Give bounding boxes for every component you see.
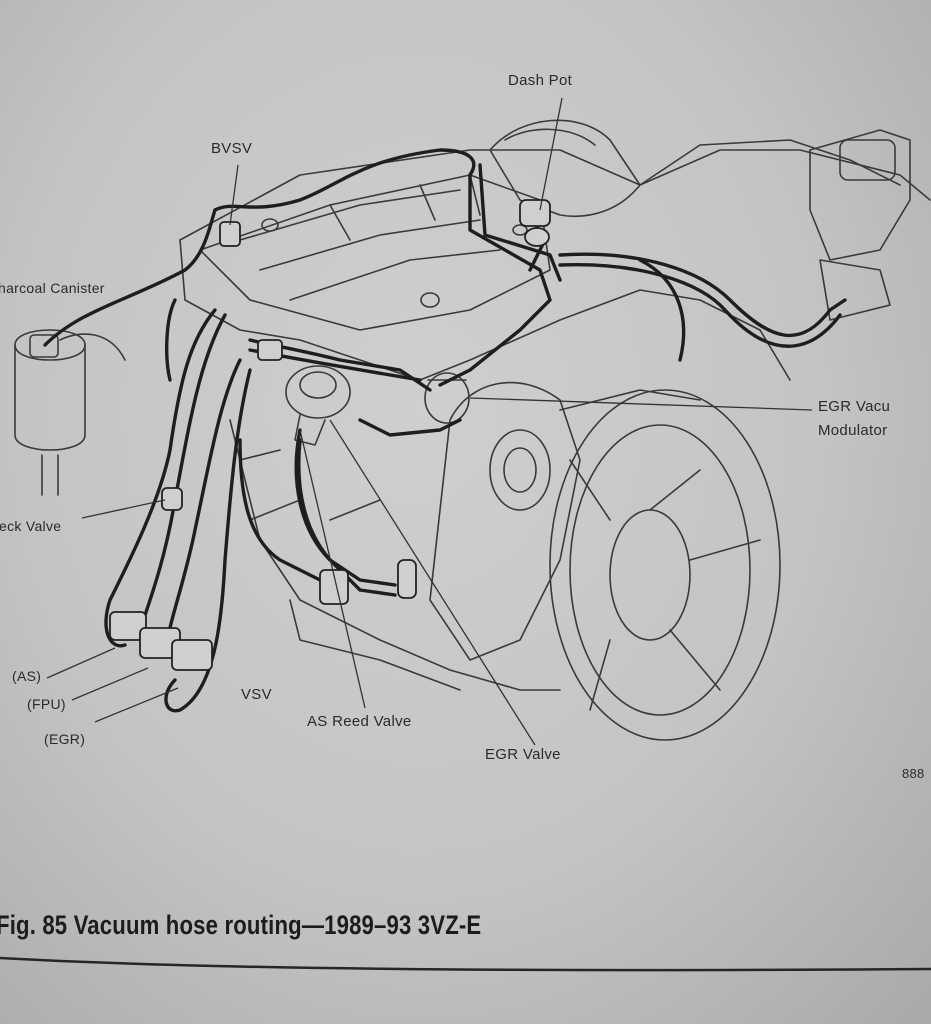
label-as: (AS) bbox=[12, 668, 42, 684]
air-intake-duct bbox=[489, 119, 641, 217]
bvsv-body bbox=[219, 221, 241, 247]
label-egr-vacuum-modulator-1: EGR Vacu bbox=[818, 398, 891, 415]
intake-plenum bbox=[199, 174, 551, 331]
label-egr: (EGR) bbox=[44, 731, 86, 747]
label-egr-vacuum-modulator-2: Modulator bbox=[818, 422, 888, 439]
leader-dash-pot bbox=[539, 97, 563, 211]
check-valve-body bbox=[161, 487, 183, 511]
timing-cover bbox=[429, 381, 581, 661]
hose-vsv-bundle-1 bbox=[104, 308, 217, 648]
egr-valve bbox=[285, 365, 351, 419]
leader-egr-modulator bbox=[469, 397, 813, 411]
label-egr-valve: EGR Valve bbox=[485, 746, 561, 763]
hose-vsv-bundle-3 bbox=[163, 358, 242, 652]
fan-outer bbox=[549, 389, 781, 741]
charcoal-canister bbox=[14, 329, 86, 451]
hose-canister bbox=[43, 208, 217, 347]
vsv-as bbox=[109, 611, 147, 641]
egr-vacuum-modulator bbox=[424, 372, 470, 424]
label-vsv: VSV bbox=[241, 686, 272, 703]
dashpot-body bbox=[519, 199, 551, 227]
page-reference: 888 bbox=[902, 766, 925, 781]
hose-bvsv bbox=[213, 148, 476, 212]
hose-vsv-bundle-4 bbox=[164, 368, 252, 713]
leader-as-reed bbox=[299, 429, 366, 709]
label-bvsv: BVSV bbox=[211, 140, 253, 157]
figure-caption: Fig. 85 Vacuum hose routing—1989–93 3VZ-… bbox=[0, 910, 482, 940]
label-fpu: (FPU) bbox=[27, 696, 66, 712]
vsv-egr bbox=[171, 639, 213, 671]
hose-long-right bbox=[558, 252, 847, 338]
caption-rule bbox=[0, 956, 931, 972]
hose-dashpot bbox=[438, 173, 552, 387]
label-dash-pot: Dash Pot bbox=[508, 72, 573, 89]
label-as-reed-valve: AS Reed Valve bbox=[307, 713, 412, 730]
label-check-valve: eck Valve bbox=[0, 518, 62, 534]
label-charcoal-canister: harcoal Canister bbox=[0, 280, 105, 296]
leader-egr-valve bbox=[329, 419, 536, 746]
leader-check-valve bbox=[81, 499, 166, 519]
leader-as bbox=[46, 647, 116, 679]
leader-bvsv bbox=[229, 164, 239, 226]
leader-egr bbox=[94, 687, 179, 723]
leader-fpu bbox=[71, 667, 149, 701]
